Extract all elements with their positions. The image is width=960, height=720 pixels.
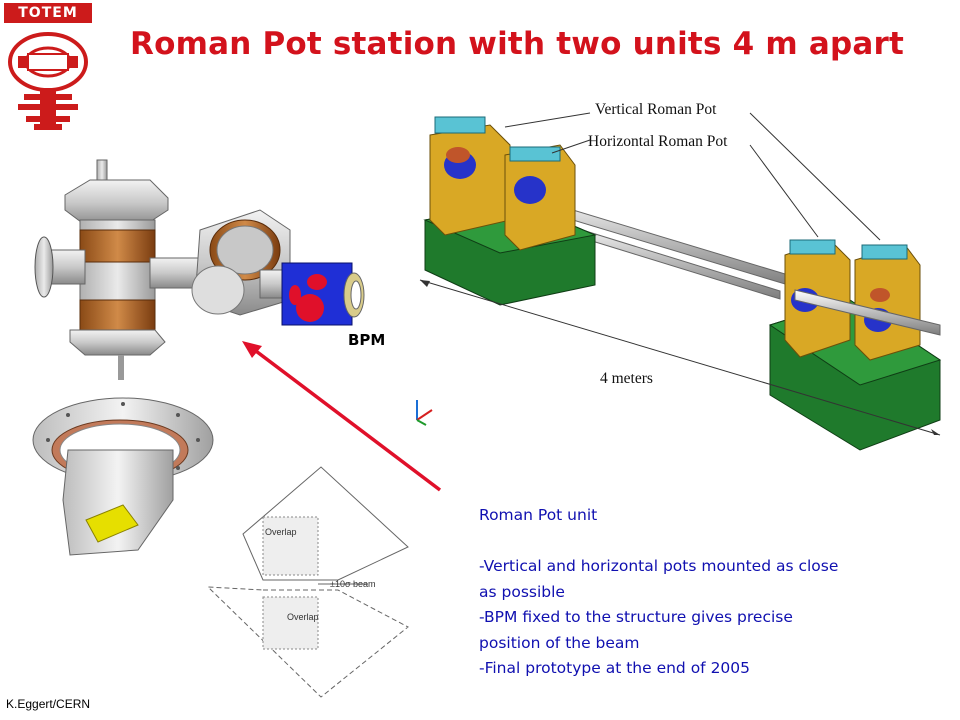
slide-title: Roman Pot station with two units 4 m apa… xyxy=(130,26,904,62)
overlap-label-top: Overlap xyxy=(265,527,297,537)
roman-pot-unit-description: Roman Pot unit -Vertical and horizontal … xyxy=(479,503,949,682)
author-credit: K.Eggert/CERN xyxy=(6,697,91,711)
label-horizontal-roman-pot: Horizontal Roman Pot xyxy=(588,133,728,150)
description-line: as possible xyxy=(479,582,565,601)
bpm-label: BPM xyxy=(348,331,386,349)
description-line: -Final prototype at the end of 2005 xyxy=(479,659,751,677)
overlap-sketch-drawing xyxy=(206,466,409,698)
overlap-label-bottom: Overlap xyxy=(287,612,319,622)
description-line: -Vertical and horizontal pots mounted as… xyxy=(479,557,839,575)
roman-pot-station-drawing xyxy=(416,112,942,451)
totem-logo-icon xyxy=(8,32,88,130)
label-distance: 4 meters xyxy=(600,370,653,387)
label-vertical-roman-pot: Vertical Roman Pot xyxy=(595,101,717,118)
beam-label: ±10σ beam xyxy=(330,579,376,589)
description-line: position of the beam xyxy=(479,633,640,652)
arrow-to-bpm-icon xyxy=(242,341,442,492)
roman-pot-detail-drawing xyxy=(32,397,214,556)
totem-logo-text: TOTEM xyxy=(4,3,92,23)
description-line: -BPM fixed to the structure gives precis… xyxy=(479,608,793,626)
bpm-chamber-drawing xyxy=(34,159,365,380)
description-heading: Roman Pot unit xyxy=(479,506,598,524)
